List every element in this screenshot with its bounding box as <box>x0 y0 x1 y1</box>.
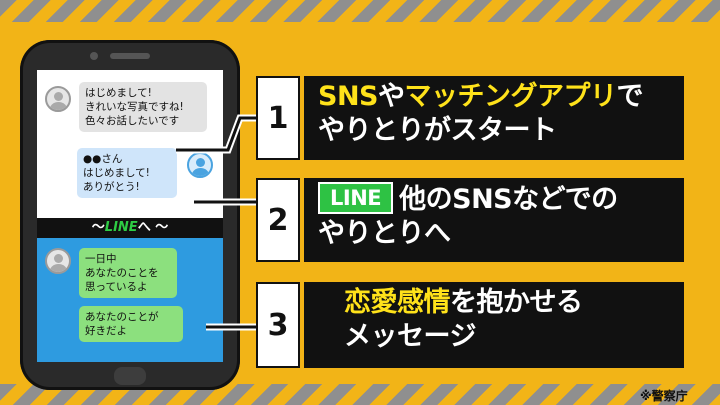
chat-bubble-sent: ●●さん はじめまして! ありがとう! <box>77 148 177 198</box>
step-number: 2 <box>256 178 300 262</box>
divider-prefix: ～ <box>91 220 105 235</box>
step-text-line2: メッセージ <box>344 321 476 352</box>
camera-icon <box>90 52 98 60</box>
sender-avatar-icon <box>45 86 71 112</box>
line-bubble-1: 一日中 あなたのことを 思っているよ <box>79 248 177 298</box>
step-number: 1 <box>256 76 300 160</box>
step-text-part: や <box>378 81 405 112</box>
step-text-part: で <box>616 81 644 112</box>
step-text-line2: やりとりがスタート <box>318 115 557 146</box>
home-button <box>114 367 146 385</box>
divider-suffix: へ ～ <box>137 220 169 235</box>
earpiece <box>110 53 150 59</box>
line-bubble-2: あなたのことが 好きだよ <box>79 306 183 342</box>
highlight-text: マッチングアプリ <box>404 81 618 112</box>
step-text-part: を抱かせる <box>450 287 583 318</box>
hazard-stripes-top <box>0 0 720 22</box>
phone-screen: はじめまして! きれいな写真ですね! 色々お話したいです ●●さん はじめまして… <box>37 70 223 362</box>
line-divider-banner: ～LINEへ ～ <box>37 218 223 238</box>
step-number: 3 <box>256 282 300 368</box>
divider-line-word: LINE <box>104 220 138 235</box>
sns-chat-area: はじめまして! きれいな写真ですね! 色々お話したいです ●●さん はじめまして… <box>37 70 223 218</box>
line-badge: LINE <box>318 182 394 214</box>
chat-bubble-received: はじめまして! きれいな写真ですね! 色々お話したいです <box>79 82 207 132</box>
step-text-line2: やりとりへ <box>318 218 451 249</box>
step-3: 3 恋愛感情を抱かせる メッセージ <box>256 282 684 368</box>
smartphone-illustration: はじめまして! きれいな写真ですね! 色々お話したいです ●●さん はじめまして… <box>20 40 240 390</box>
step-text: 恋愛感情を抱かせる メッセージ <box>304 282 684 368</box>
highlight-text: SNS <box>318 81 379 112</box>
sender-avatar-icon <box>45 248 71 274</box>
line-chat-area: 一日中 あなたのことを 思っているよ あなたのことが 好きだよ <box>37 238 223 362</box>
user-avatar-icon <box>187 152 213 178</box>
highlight-text: 恋愛感情 <box>344 287 451 318</box>
step-text-part: 他のSNSなどでの <box>399 184 618 215</box>
step-text: SNSやマッチングアプリで やりとりがスタート <box>304 76 684 160</box>
step-1: 1 SNSやマッチングアプリで やりとりがスタート <box>256 76 684 160</box>
source-credit: ※警察庁 <box>640 389 688 403</box>
